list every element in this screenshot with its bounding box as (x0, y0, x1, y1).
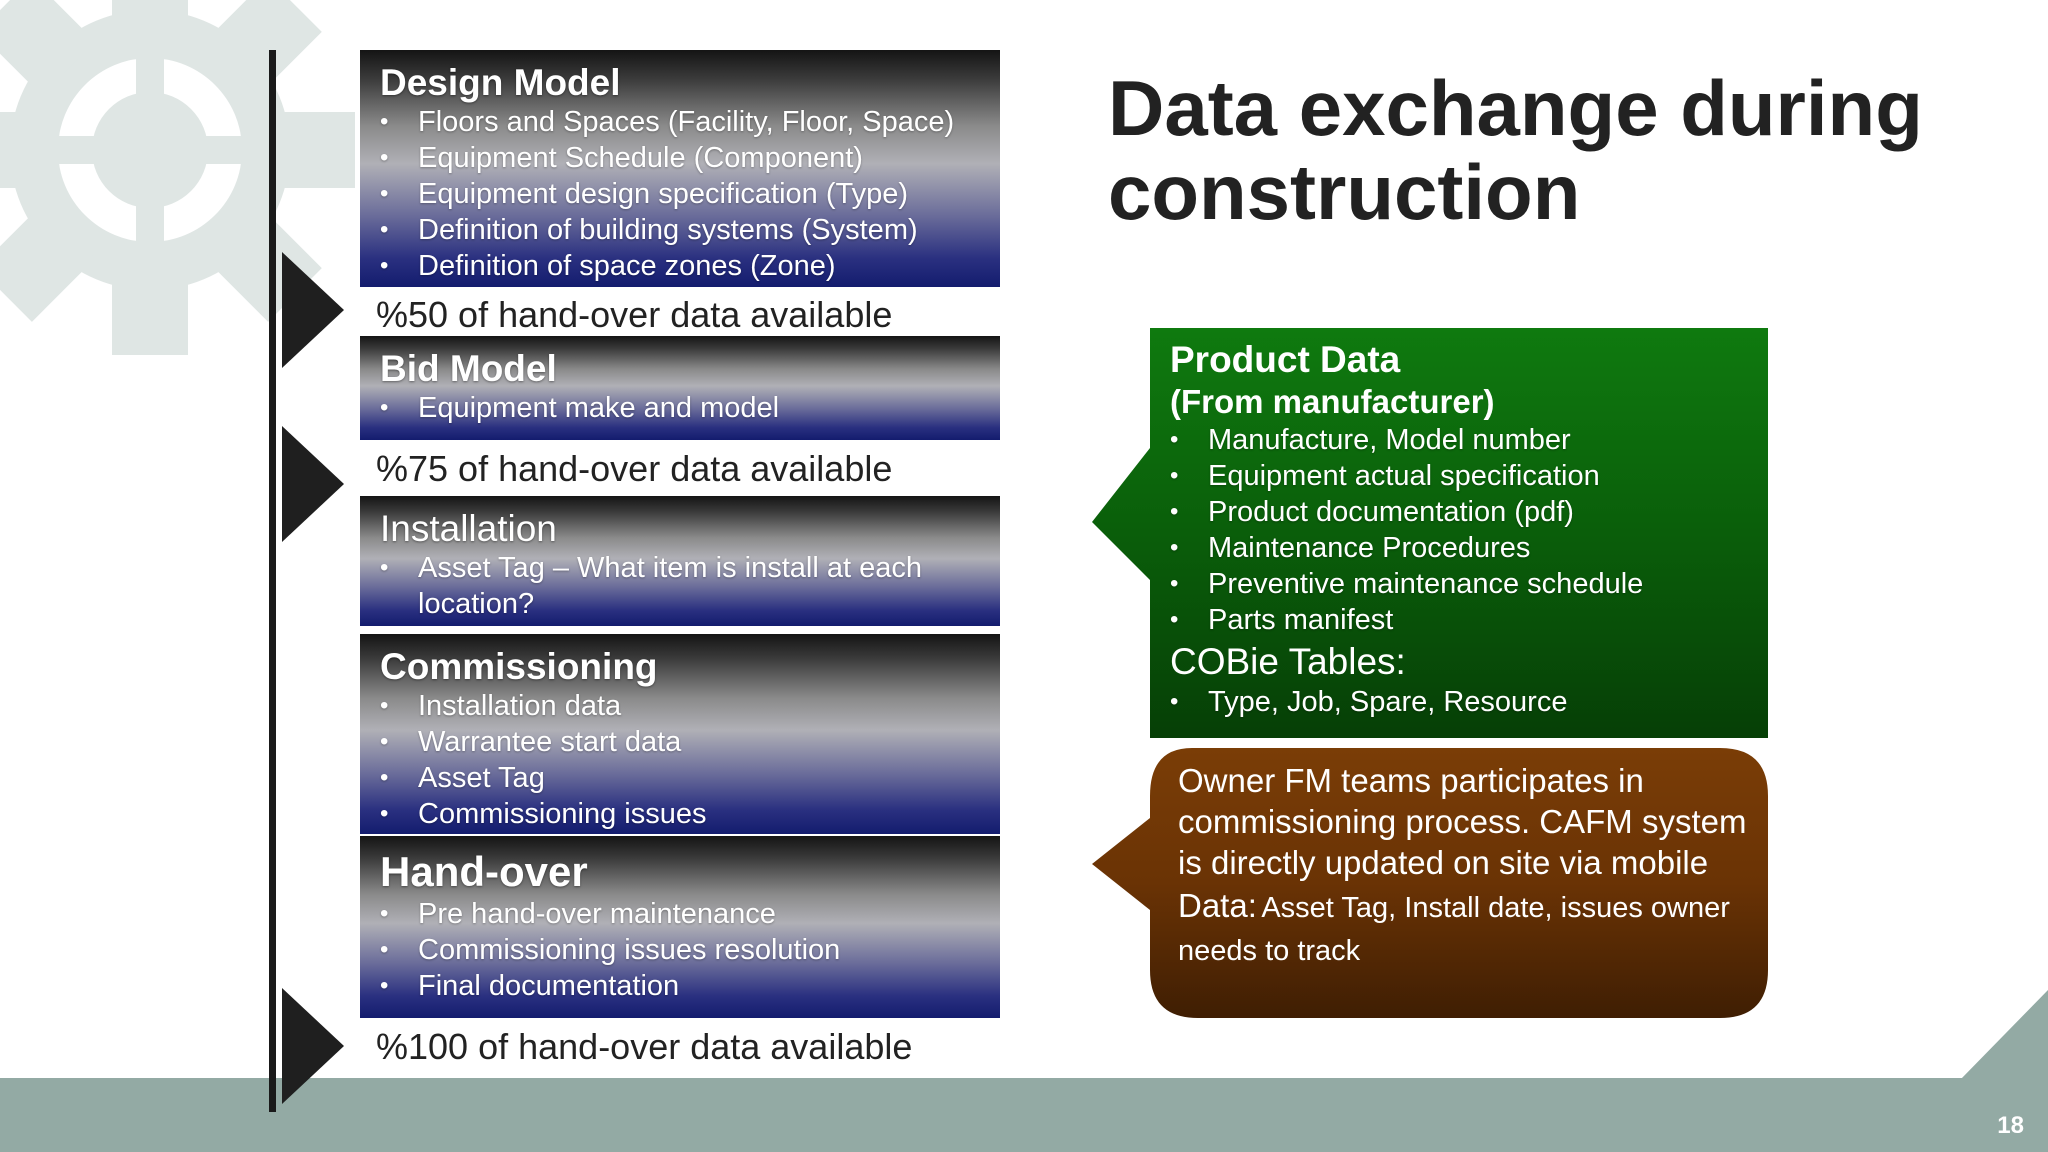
list-item: Warrantee start data (380, 724, 980, 760)
availability-50: %50 of hand-over data available (376, 294, 893, 335)
stage-design-model: Design Model Floors and Spaces (Facility… (360, 50, 1000, 287)
availability-75: %75 of hand-over data available (376, 448, 893, 489)
timeline-arrow-icon (282, 252, 344, 368)
stage-installation: Installation Asset Tag – What item is in… (360, 496, 1000, 626)
list-item: Parts manifest (1170, 602, 1750, 638)
list-item: Commissioning issues resolution (380, 932, 980, 968)
stage-hand-over: Hand-over Pre hand-over maintenance Comm… (360, 836, 1000, 1018)
product-items: Manufacture, Model number Equipment actu… (1170, 422, 1750, 638)
owner-data-label: Data: (1178, 887, 1257, 924)
list-item: Installation data (380, 688, 980, 724)
owner-data-value: Asset Tag, Install date, issues owner ne… (1178, 892, 1730, 967)
list-item: Equipment actual specification (1170, 458, 1750, 494)
page-number: 18 (1997, 1112, 2024, 1139)
page-title: Data exchange during construction (1108, 64, 1923, 236)
availability-100: %100 of hand-over data available (376, 1026, 913, 1067)
product-data-panel: Product Data (From manufacturer) Manufac… (1092, 328, 1768, 738)
cobie-label: COBie Tables: (1170, 641, 1406, 682)
stage-bid-model: Bid Model Equipment make and model (360, 336, 1000, 440)
stage-title: Installation (380, 508, 557, 549)
product-subtitle: (From manufacturer) (1170, 383, 1495, 420)
list-item: Product documentation (pdf) (1170, 494, 1750, 530)
list-item: Floors and Spaces (Facility, Floor, Spac… (380, 104, 980, 140)
list-item: Pre hand-over maintenance (380, 896, 980, 932)
list-item: Type, Job, Spare, Resource (1170, 684, 1750, 720)
timeline-arrow-icon (282, 988, 344, 1104)
list-item: Commissioning issues (380, 796, 980, 832)
stage-items: Asset Tag – What item is install at each… (380, 550, 980, 622)
corner-decoration (1960, 990, 2048, 1080)
timeline-line (269, 50, 276, 1112)
owner-data: Data: Asset Tag, Install date, issues ow… (1178, 887, 1756, 975)
list-item: Equipment make and model (380, 390, 980, 426)
list-item: Equipment design specification (Type) (380, 176, 980, 212)
stage-title: Bid Model (380, 348, 557, 389)
list-item: Definition of space zones (Zone) (380, 248, 980, 284)
list-item: Preventive maintenance schedule (1170, 566, 1750, 602)
stage-items: Equipment make and model (380, 390, 980, 426)
owner-callout-shape (1092, 748, 1768, 1018)
timeline-arrow-icon (282, 426, 344, 542)
product-content: Product Data (From manufacturer) Manufac… (1170, 338, 1750, 720)
list-item: Maintenance Procedures (1170, 530, 1750, 566)
stage-commissioning: Commissioning Installation data Warrante… (360, 634, 1000, 834)
list-item: Manufacture, Model number (1170, 422, 1750, 458)
owner-callout: Owner FM teams participates in commissio… (1092, 748, 1768, 1018)
list-item: Asset Tag – What item is install at each… (380, 550, 980, 622)
stage-title: Hand-over (380, 848, 588, 895)
cobie-items: Type, Job, Spare, Resource (1170, 684, 1750, 720)
list-item: Equipment Schedule (Component) (380, 140, 980, 176)
stage-title: Design Model (380, 62, 621, 103)
product-title: Product Data (1170, 339, 1401, 380)
stage-items: Floors and Spaces (Facility, Floor, Spac… (380, 104, 980, 284)
owner-content: Owner FM teams participates in commissio… (1178, 760, 1756, 975)
list-item: Final documentation (380, 968, 980, 1004)
stage-items: Pre hand-over maintenance Commissioning … (380, 896, 980, 1004)
stage-title: Commissioning (380, 646, 658, 687)
stage-items: Installation data Warrantee start data A… (380, 688, 980, 832)
owner-text: Owner FM teams participates in commissio… (1178, 762, 1747, 881)
list-item: Asset Tag (380, 760, 980, 796)
list-item: Definition of building systems (System) (380, 212, 980, 248)
